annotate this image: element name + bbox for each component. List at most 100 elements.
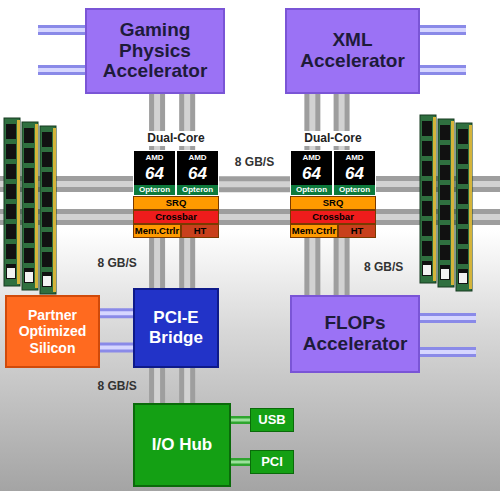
node-text: HT <box>194 225 207 237</box>
link-stub-highlight <box>38 28 86 32</box>
node-text: 64 <box>145 164 164 183</box>
memory-chip <box>6 264 16 279</box>
memory-chip <box>42 232 52 247</box>
memory-board <box>4 118 20 286</box>
accelerator-box: XML Accelerator <box>285 8 420 94</box>
node-text: Dual-Core <box>144 131 207 146</box>
memory-chip <box>42 192 52 207</box>
memory-chip <box>422 181 432 196</box>
hypertransport-band: HT <box>181 224 219 238</box>
link-stub <box>419 65 466 75</box>
memory-chip <box>440 245 450 260</box>
memory-chip <box>6 144 16 159</box>
node-text: Partner Optimized Silicon <box>11 307 94 355</box>
memory-sticker <box>441 269 449 279</box>
memory-chip <box>440 205 450 220</box>
memory-contacts <box>451 121 454 285</box>
memory-board <box>456 123 472 291</box>
cpu-core-logo: AMD64Opteron <box>333 150 376 196</box>
bus-pipe-highlight <box>184 368 190 403</box>
memory-sticker <box>43 276 51 286</box>
accelerator-box: FLOPs Accelerator <box>290 295 420 373</box>
node-text: Dual-Core <box>301 131 364 146</box>
memory-chip <box>422 201 432 216</box>
memory-board <box>420 115 436 283</box>
bus-pipe-highlight <box>231 419 250 422</box>
bus-pipe-highlight <box>339 238 345 295</box>
memory-chip <box>6 184 16 199</box>
memory-chip <box>422 221 432 236</box>
bus-pipe-highlight <box>154 368 160 403</box>
bus-pipe <box>179 238 195 288</box>
partner-silicon-box: Partner Optimized Silicon <box>5 295 100 368</box>
node-text: Mem.Ctrlr <box>135 225 179 237</box>
memory-controller-band: Mem.Ctrlr <box>290 224 338 238</box>
memory-board <box>438 119 454 287</box>
bus-pipe-highlight <box>231 461 250 464</box>
memory-modules <box>420 115 472 291</box>
memory-chip <box>422 241 432 256</box>
memory-chip <box>24 148 34 163</box>
node-text: AMD <box>302 153 320 162</box>
node-text: 64 <box>302 164 321 183</box>
memory-chip <box>24 228 34 243</box>
link-stub-highlight <box>419 28 466 32</box>
bus-pipe <box>231 458 250 466</box>
bus-pipe <box>149 368 165 403</box>
bus-connector <box>157 238 187 288</box>
node-text: Opteron <box>291 185 332 195</box>
memory-chip <box>422 161 432 176</box>
link-stub-highlight <box>419 68 466 72</box>
memory-chip <box>440 225 450 240</box>
node-text: USB <box>258 413 285 427</box>
bus-pipe <box>231 416 250 424</box>
node-text: Crossbar <box>312 211 354 223</box>
memory-contacts <box>469 125 472 289</box>
memory-chip <box>458 229 468 244</box>
bus-pipe <box>219 176 290 192</box>
link-stub <box>419 347 476 357</box>
memory-sticker <box>423 265 431 275</box>
link-stub <box>38 65 86 75</box>
processor-block: Dual-CoreAMD64OpteronAMD64OpteronSRQCros… <box>290 150 376 238</box>
node-text: SRQ <box>166 197 187 209</box>
memory-chip <box>440 165 450 180</box>
bridge-box: PCI-E Bridge <box>133 288 219 368</box>
bus-pipe-highlight <box>219 181 290 187</box>
processor-block: Dual-CoreAMD64OpteronAMD64OpteronSRQCros… <box>133 150 219 238</box>
node-text: FLOPs Accelerator <box>298 313 412 355</box>
bus-connector <box>231 462 250 463</box>
memory-contacts <box>433 117 436 281</box>
memory-chip <box>440 125 450 140</box>
memory-sticker <box>459 273 467 283</box>
node-text: SRQ <box>323 197 344 209</box>
crossbar-band: Crossbar <box>133 210 219 224</box>
link-stub-highlight <box>38 68 86 72</box>
memory-chip <box>440 185 450 200</box>
memory-contacts <box>17 120 20 284</box>
memory-chip <box>422 121 432 136</box>
memory-chip <box>24 168 34 183</box>
node-text: Mem.Ctrlr <box>292 225 336 237</box>
cpu-core-logo: AMD64Opteron <box>176 150 219 196</box>
node-text: Crossbar <box>155 211 197 223</box>
memory-controller-band: Mem.Ctrlr <box>133 224 181 238</box>
link-stub-highlight <box>419 316 476 320</box>
memory-chip <box>24 128 34 143</box>
memory-chip <box>6 164 16 179</box>
memory-chip <box>24 268 34 283</box>
bandwidth-label: 8 GB/S <box>235 155 274 169</box>
memory-chip <box>6 204 16 219</box>
memory-chip <box>42 132 52 147</box>
srq-band: SRQ <box>290 196 376 210</box>
bus-pipe <box>304 238 320 295</box>
bus-pipe <box>179 368 195 403</box>
memory-sticker <box>7 268 15 278</box>
node-text: Opteron <box>134 185 175 195</box>
node-text: 64 <box>345 164 364 183</box>
memory-chip <box>42 212 52 227</box>
memory-chip <box>458 169 468 184</box>
memory-board <box>40 126 56 294</box>
link-stub <box>38 25 86 35</box>
